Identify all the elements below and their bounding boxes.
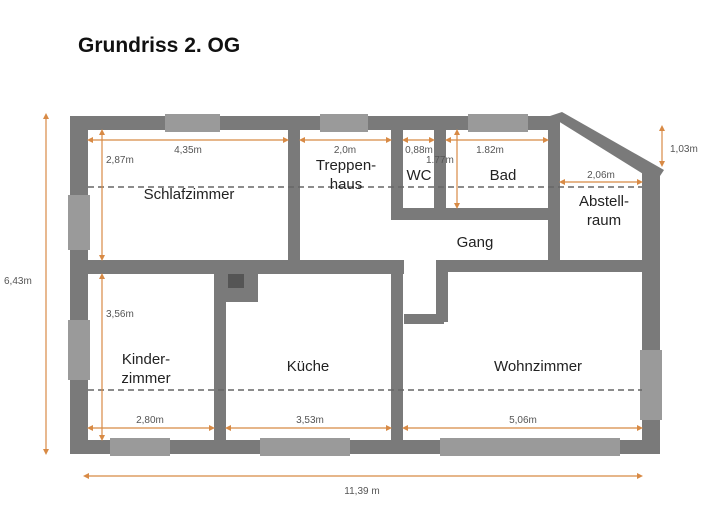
wall-schlafzimmer-treppenhaus xyxy=(288,128,300,270)
window-bottom-1 xyxy=(110,438,170,456)
wall-gang-stub-bottom xyxy=(404,314,444,324)
window-bottom-2 xyxy=(260,438,350,456)
label-bad-width: 1.82m xyxy=(476,145,504,156)
room-treppenhaus-line2: haus xyxy=(330,176,363,193)
walls xyxy=(68,112,664,456)
window-top-2 xyxy=(320,114,368,132)
label-wohnzimmer-width: 5,06m xyxy=(509,415,537,426)
wall-treppenhaus-wc xyxy=(391,128,403,218)
label-total-width: 11,39 m xyxy=(344,486,379,497)
label-kueche-width: 3,53m xyxy=(296,415,324,426)
label-abstellraum-width: 2,06m xyxy=(587,170,615,181)
room-kinderzimmer-line2: zimmer xyxy=(121,370,170,387)
room-wohnzimmer: Wohnzimmer xyxy=(494,358,582,375)
label-abstellraum-offset: 1,03m xyxy=(670,144,698,155)
label-treppenhaus-width: 2,0m xyxy=(334,145,356,156)
label-schlafzimmer-width: 4,35m xyxy=(174,145,202,156)
wall-diagonal xyxy=(550,112,664,182)
room-gang: Gang xyxy=(457,234,494,251)
label-wc-width: 0,88m xyxy=(405,145,433,156)
label-total-height: 6,43m xyxy=(4,276,32,287)
wall-bad-bottom xyxy=(391,208,551,220)
wall-middle-right xyxy=(436,260,648,272)
window-top-3 xyxy=(468,114,528,132)
wall-kueche-wohnzimmer xyxy=(391,268,403,442)
label-bad-depth: 1.77m xyxy=(426,155,454,166)
dimension-labels: 11,39 m 6,43m 4,35m 2,87m 2,0m 0,88m 1.8… xyxy=(4,144,698,497)
window-right-1 xyxy=(640,350,662,420)
wall-middle-left xyxy=(74,260,404,274)
room-abstellraum-line1: Abstell- xyxy=(579,193,629,210)
dimension-lines xyxy=(43,113,665,479)
window-top-1 xyxy=(165,114,220,132)
wall-kinder-kueche xyxy=(214,268,226,442)
label-kinderzimmer-width: 2,80m xyxy=(136,415,164,426)
wall-wc-bad xyxy=(434,128,446,218)
wall-bad-abstellraum xyxy=(548,120,560,260)
window-bottom-3 xyxy=(440,438,620,456)
chimney-flue xyxy=(228,274,244,288)
window-left-2 xyxy=(68,320,90,380)
label-schlafzimmer-depth: 2,87m xyxy=(106,155,134,166)
room-treppenhaus-line1: Treppen- xyxy=(316,157,376,174)
room-abstellraum-line2: raum xyxy=(587,212,621,229)
room-labels: Schlafzimmer Treppen- haus WC Bad Abstel… xyxy=(121,157,629,387)
wall-left xyxy=(70,116,88,454)
room-kueche: Küche xyxy=(287,358,330,375)
room-kinderzimmer-line1: Kinder- xyxy=(122,351,170,368)
wall-gang-stub xyxy=(436,260,448,322)
room-wc: WC xyxy=(407,167,432,184)
room-bad: Bad xyxy=(490,167,517,184)
room-schlafzimmer: Schlafzimmer xyxy=(144,186,235,203)
label-kinderzimmer-depth: 3,56m xyxy=(106,309,134,320)
plan-title: Grundriss 2. OG xyxy=(78,34,241,57)
window-left-1 xyxy=(68,195,90,250)
